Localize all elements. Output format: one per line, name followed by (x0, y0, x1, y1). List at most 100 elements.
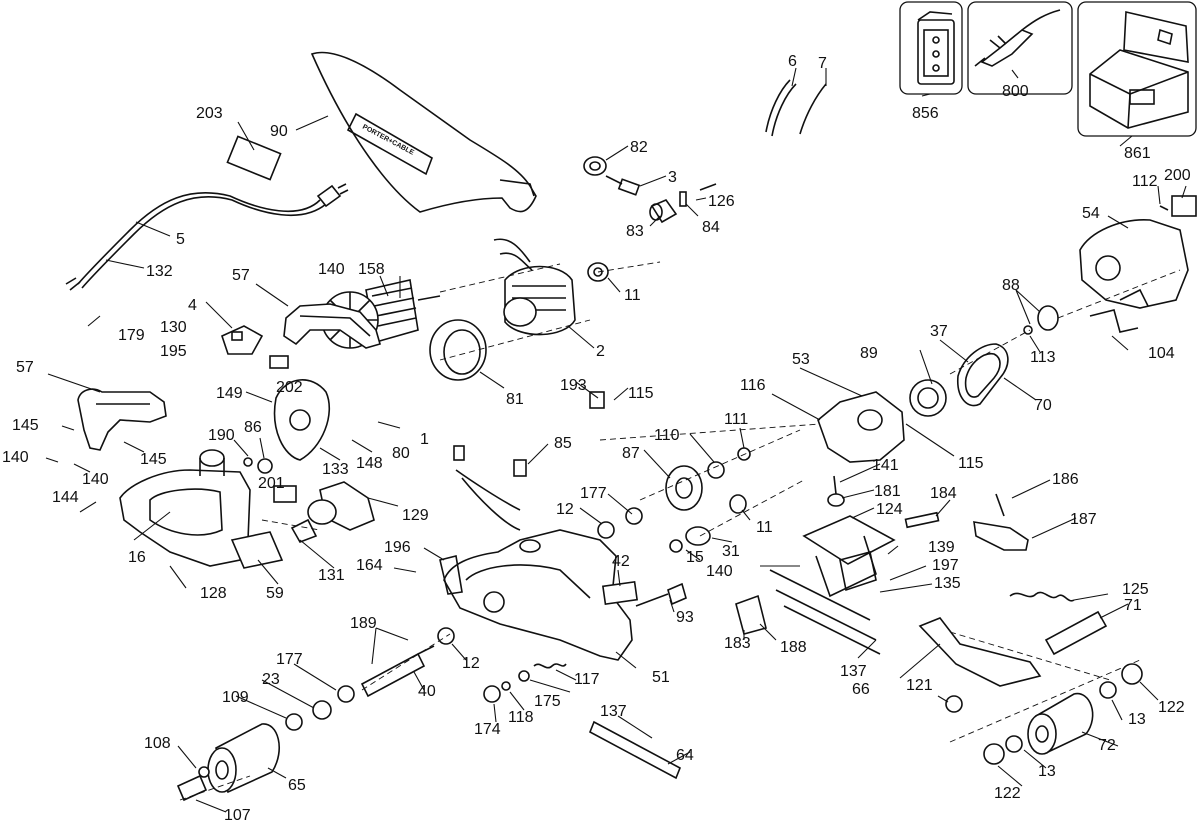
callout-140-left: 140 (2, 449, 29, 466)
part-72-rear-drum (1027, 692, 1094, 755)
callout-84: 84 (702, 219, 720, 236)
callout-31: 31 (722, 543, 740, 560)
callout-135: 135 (934, 575, 961, 592)
callout-140-mid: 140 (82, 471, 109, 488)
callout-181: 181 (874, 483, 901, 500)
callout-164: 164 (356, 557, 383, 574)
callout-116: 116 (740, 377, 766, 394)
part-110-111-washers (707, 447, 751, 479)
callout-131: 131 (318, 567, 345, 584)
callout-23: 23 (262, 671, 280, 688)
callout-4: 4 (188, 297, 197, 314)
callout-121: 121 (906, 677, 933, 694)
callout-13-top: 13 (1128, 711, 1146, 728)
callout-188: 188 (780, 639, 807, 656)
callout-42: 42 (612, 553, 630, 570)
callout-115-right: 115 (958, 455, 984, 472)
part-59-plate (230, 531, 284, 569)
callout-800: 800 (1002, 83, 1029, 100)
callout-117: 117 (574, 671, 600, 688)
callout-1: 1 (420, 431, 429, 448)
part-107-108-bolt (176, 766, 210, 802)
callout-149: 149 (216, 385, 243, 402)
callout-201: 201 (258, 475, 285, 492)
callout-125: 125 (1122, 581, 1149, 598)
part-2-field (493, 238, 576, 336)
callout-80: 80 (392, 445, 410, 462)
callout-111: 111 (724, 411, 748, 428)
part-53-gear-cover (817, 391, 905, 463)
part-93-screw (635, 582, 687, 607)
part-13-122-bearings-rear (983, 663, 1143, 765)
part-6-7-wires (765, 79, 827, 137)
callout-59: 59 (266, 585, 284, 602)
inset-856 (899, 1, 963, 95)
part-202-label (269, 355, 289, 369)
part-109-23-177-washers (285, 685, 355, 731)
callout-130: 130 (160, 319, 187, 336)
callout-115-top: 115 (628, 385, 654, 402)
callout-137-right: 137 (840, 663, 867, 680)
inset-800 (967, 1, 1073, 95)
part-193-label (589, 391, 605, 409)
callout-71: 71 (1124, 597, 1142, 614)
callout-203: 203 (196, 105, 223, 122)
callout-108: 108 (144, 735, 171, 752)
part-66-bracket (918, 617, 1042, 687)
callout-141: 141 (872, 457, 899, 474)
callout-86: 86 (244, 419, 262, 436)
part-57-handle-cover (77, 388, 167, 451)
callout-113: 113 (1030, 349, 1056, 366)
part-183-188-plate (735, 594, 767, 635)
callout-186: 186 (1052, 471, 1079, 488)
callout-183: 183 (724, 635, 751, 652)
callout-82: 82 (630, 139, 648, 156)
callout-856: 856 (912, 105, 939, 122)
callout-190: 190 (208, 427, 235, 444)
callout-112: 112 (1132, 173, 1158, 190)
leader-lines (45, 67, 1187, 813)
callout-57-top: 57 (232, 267, 250, 284)
callout-861: 861 (1124, 145, 1151, 162)
callout-175: 175 (534, 693, 561, 710)
callout-140-top: 140 (318, 261, 345, 278)
part-54-belt-cover (1079, 219, 1189, 309)
callout-122-top: 122 (1158, 699, 1185, 716)
callout-51: 51 (652, 669, 670, 686)
callout-13-bottom: 13 (1038, 763, 1056, 780)
callout-66: 66 (852, 681, 870, 698)
callout-57-left: 57 (16, 359, 34, 376)
callout-53: 53 (792, 351, 810, 368)
part-201-133-148 (243, 457, 297, 503)
callout-88: 88 (1002, 277, 1020, 294)
callout-104: 104 (1148, 345, 1175, 362)
part-186-187-lever (973, 493, 1029, 551)
callout-81: 81 (506, 391, 524, 408)
callout-187: 187 (1070, 511, 1097, 528)
callout-83: 83 (626, 223, 644, 240)
part-90-dust-bag: PORTER+CABLE (310, 51, 537, 213)
part-87-gear (665, 465, 703, 511)
callout-15: 15 (686, 549, 704, 566)
callout-12-mid: 12 (556, 501, 574, 518)
part-184-bar (904, 511, 940, 529)
callout-16: 16 (128, 549, 146, 566)
callout-140-right: 140 (706, 563, 733, 580)
callout-139: 139 (928, 539, 955, 556)
part-81-baffle (429, 319, 487, 381)
callout-11-mid: 11 (756, 519, 773, 536)
callout-40: 40 (418, 683, 436, 700)
callout-109: 109 (222, 689, 249, 706)
callout-37: 37 (930, 323, 948, 340)
part-3-brush (605, 175, 641, 196)
callout-195: 195 (160, 343, 187, 360)
callout-124: 124 (876, 501, 903, 518)
callout-144: 144 (52, 489, 79, 506)
part-11-bearing-b (729, 494, 747, 514)
callout-70: 70 (1034, 397, 1052, 414)
part-85-wiring (453, 445, 527, 531)
callout-64: 64 (676, 747, 694, 764)
callout-145-right: 145 (140, 451, 167, 468)
callout-129: 129 (402, 507, 429, 524)
